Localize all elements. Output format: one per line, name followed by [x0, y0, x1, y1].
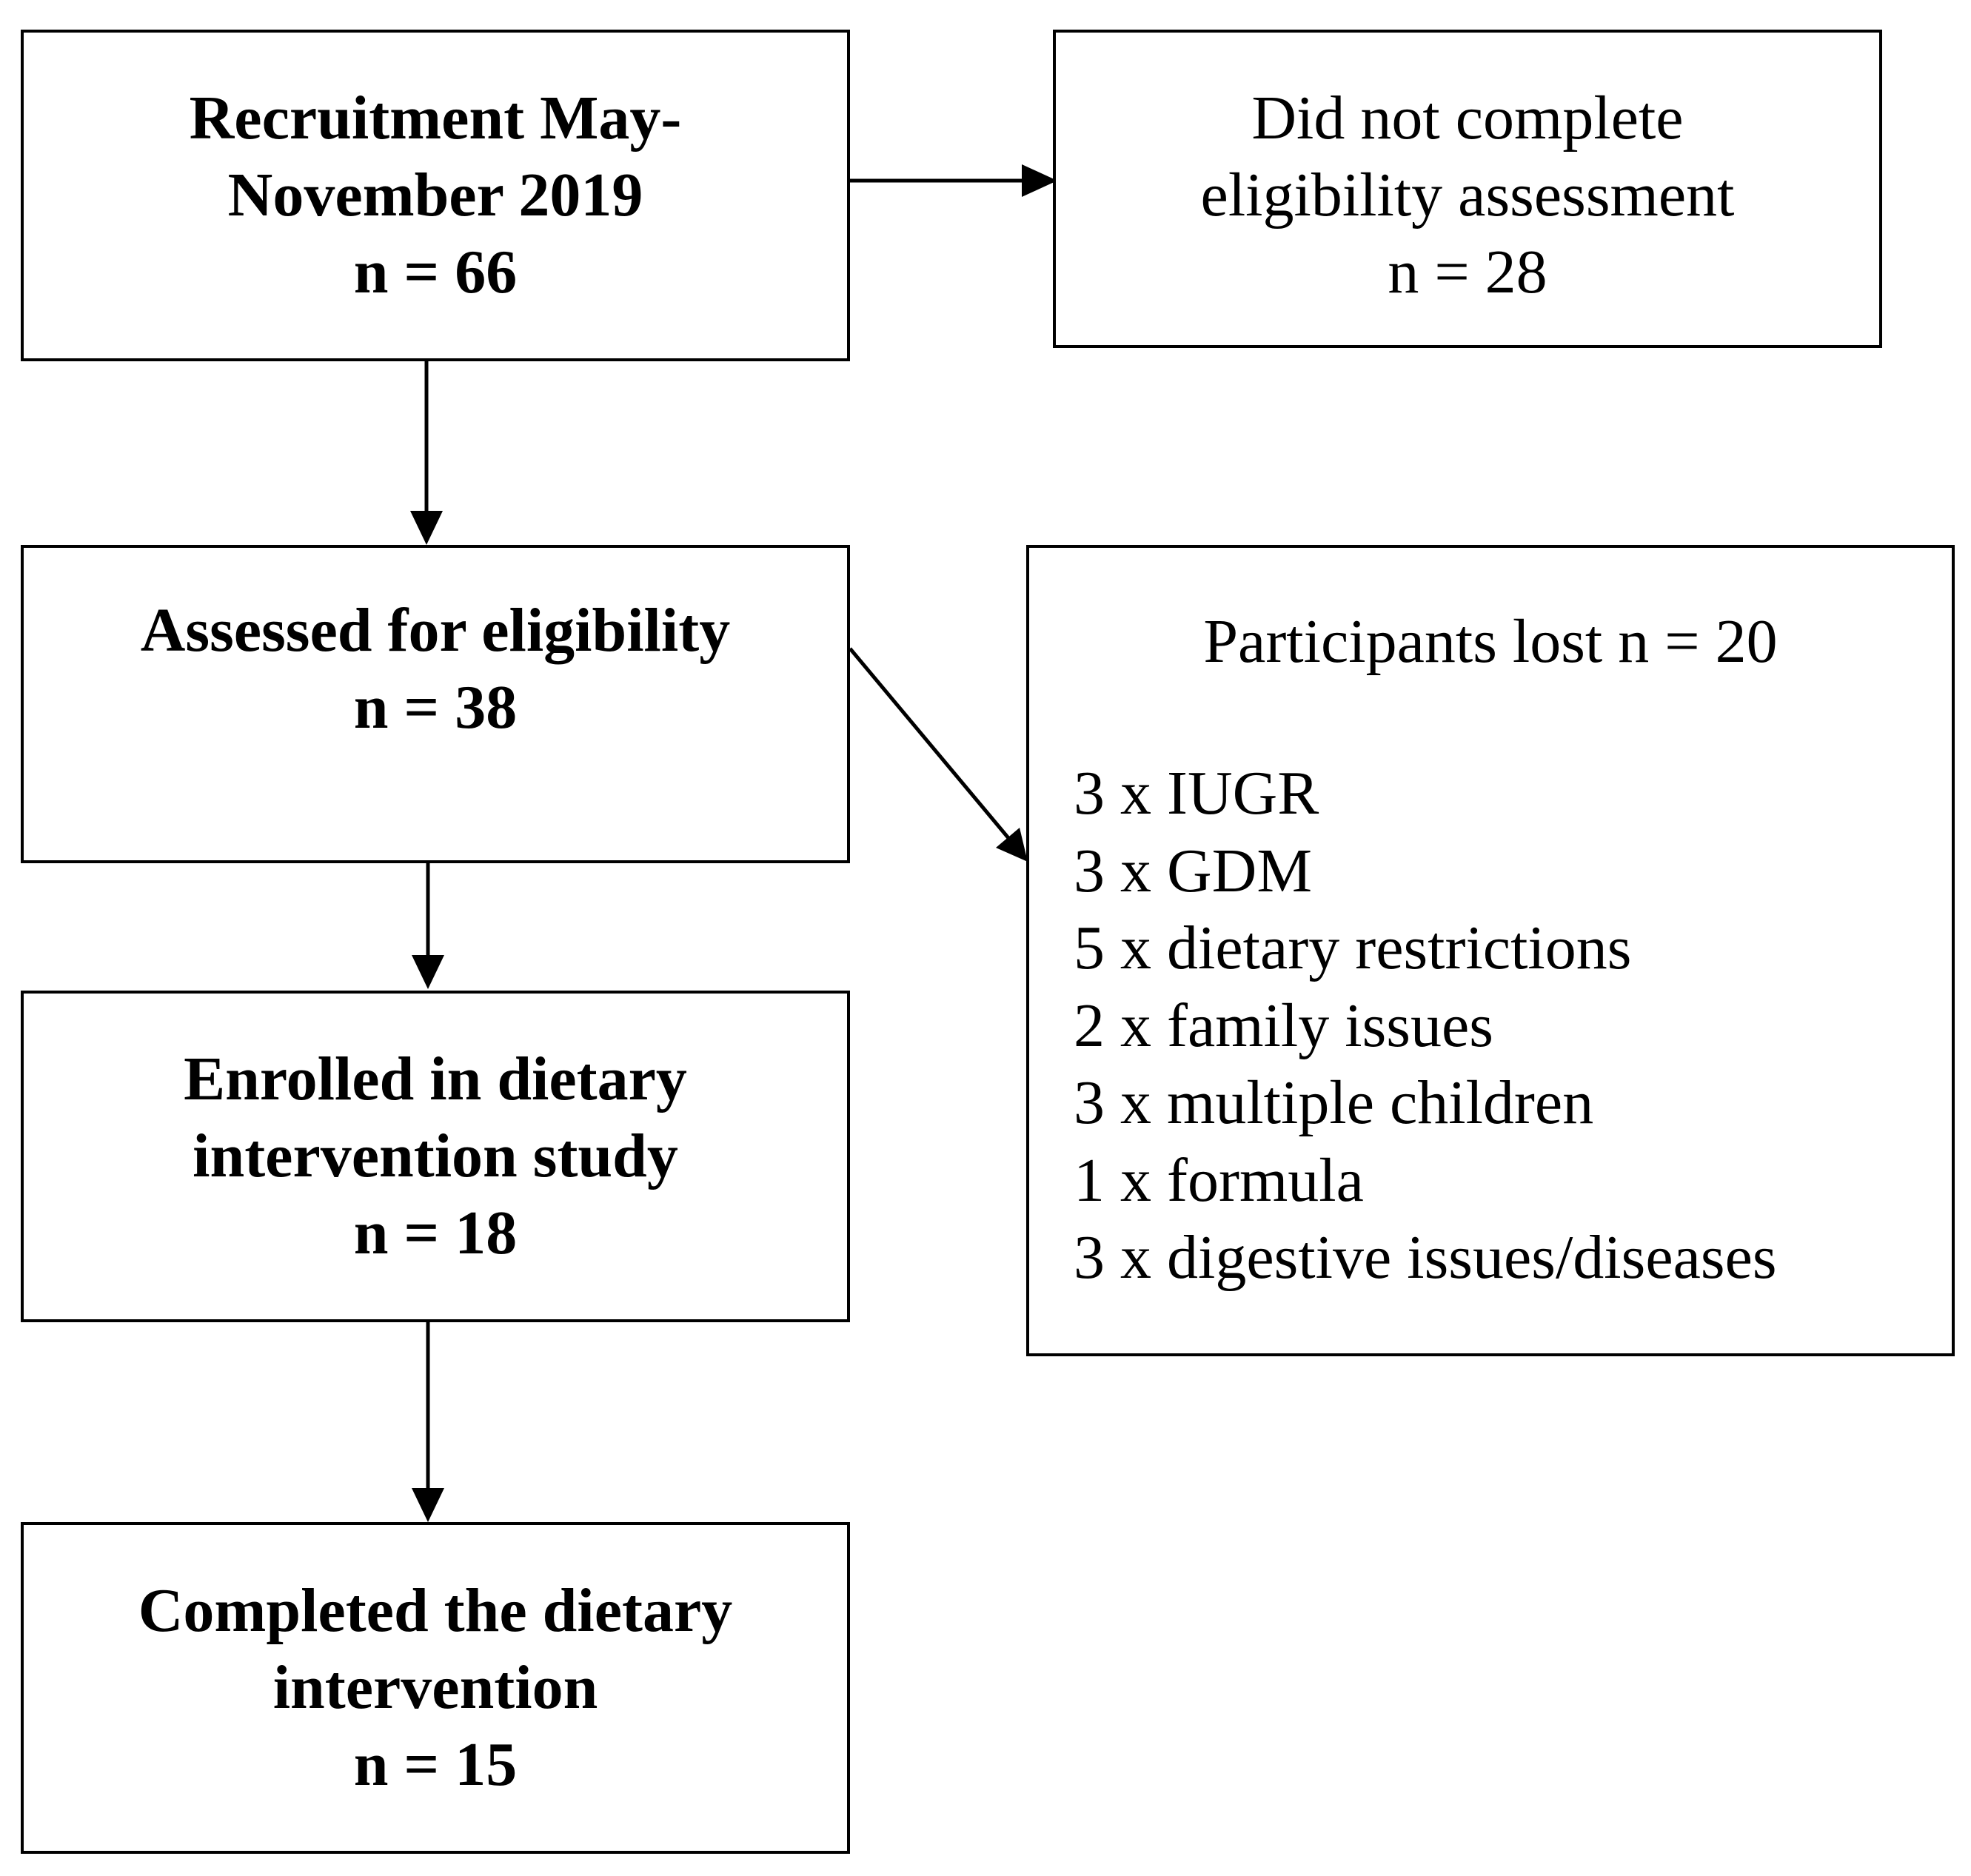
enrolled-text: Enrolled in dietary intervention study n…: [24, 1041, 847, 1272]
not-completed-count: n = 28: [1388, 238, 1547, 306]
assessed-count: n = 38: [353, 673, 518, 742]
lost-reason-item: 2 x family issues: [1074, 991, 1493, 1060]
not-completed-text: Did not complete eligibility assessment …: [1056, 80, 1879, 311]
not-completed-line2: eligibility assessment: [1200, 161, 1735, 230]
enrolled-count: n = 18: [353, 1199, 518, 1267]
arrowhead-recruitment-to-assessed: [410, 511, 443, 545]
lost-reason-item: 3 x IUGR: [1074, 759, 1319, 828]
lost-reasons-list: 3 x IUGR 3 x GDM 5 x dietary restriction…: [1074, 755, 1777, 1297]
recruitment-text: Recruitment May- November 2019 n = 66: [24, 80, 847, 311]
completed-line2: intervention: [272, 1653, 598, 1722]
lost-reason-item: 1 x formula: [1074, 1145, 1364, 1215]
assessed-box: Assessed for eligibility n = 38: [21, 545, 850, 863]
assessed-text: Assessed for eligibility n = 38: [24, 592, 847, 746]
arrowhead-enrolled-to-completed: [412, 1488, 444, 1522]
lost-reason-item: 3 x multiple children: [1074, 1068, 1594, 1137]
arrowhead-recruitment-to-not-completed: [1022, 164, 1057, 197]
arrow-assessed-to-lost: [849, 647, 1010, 840]
completed-box: Completed the dietary intervention n = 1…: [21, 1522, 850, 1854]
assessed-line1: Assessed for eligibility: [140, 596, 731, 665]
not-completed-box: Did not complete eligibility assessment …: [1053, 30, 1882, 348]
enrolled-line2: intervention study: [193, 1122, 678, 1190]
recruitment-box: Recruitment May- November 2019 n = 66: [21, 30, 850, 361]
lost-reason-item: 3 x GDM: [1074, 836, 1313, 905]
lost-reason-item: 5 x dietary restrictions: [1074, 914, 1632, 982]
participants-lost-title: Participants lost n = 20: [1203, 607, 1778, 676]
enrolled-box: Enrolled in dietary intervention study n…: [21, 991, 850, 1322]
arrowhead-assessed-to-enrolled: [412, 955, 444, 989]
completed-line1: Completed the dietary: [138, 1576, 733, 1645]
participants-lost-box: Participants lost n = 20 3 x IUGR 3 x GD…: [1026, 545, 1955, 1356]
not-completed-line1: Did not complete: [1251, 84, 1684, 153]
lost-reason-item: 3 x digestive issues/diseases: [1074, 1223, 1777, 1292]
recruitment-line1: Recruitment May-: [189, 84, 682, 153]
enrolled-line1: Enrolled in dietary: [184, 1045, 687, 1113]
recruitment-count: n = 66: [353, 238, 518, 306]
recruitment-line2: November 2019: [227, 161, 643, 230]
arrowhead-assessed-to-lost: [996, 828, 1028, 862]
completed-count: n = 15: [353, 1730, 518, 1799]
completed-text: Completed the dietary intervention n = 1…: [24, 1572, 847, 1803]
